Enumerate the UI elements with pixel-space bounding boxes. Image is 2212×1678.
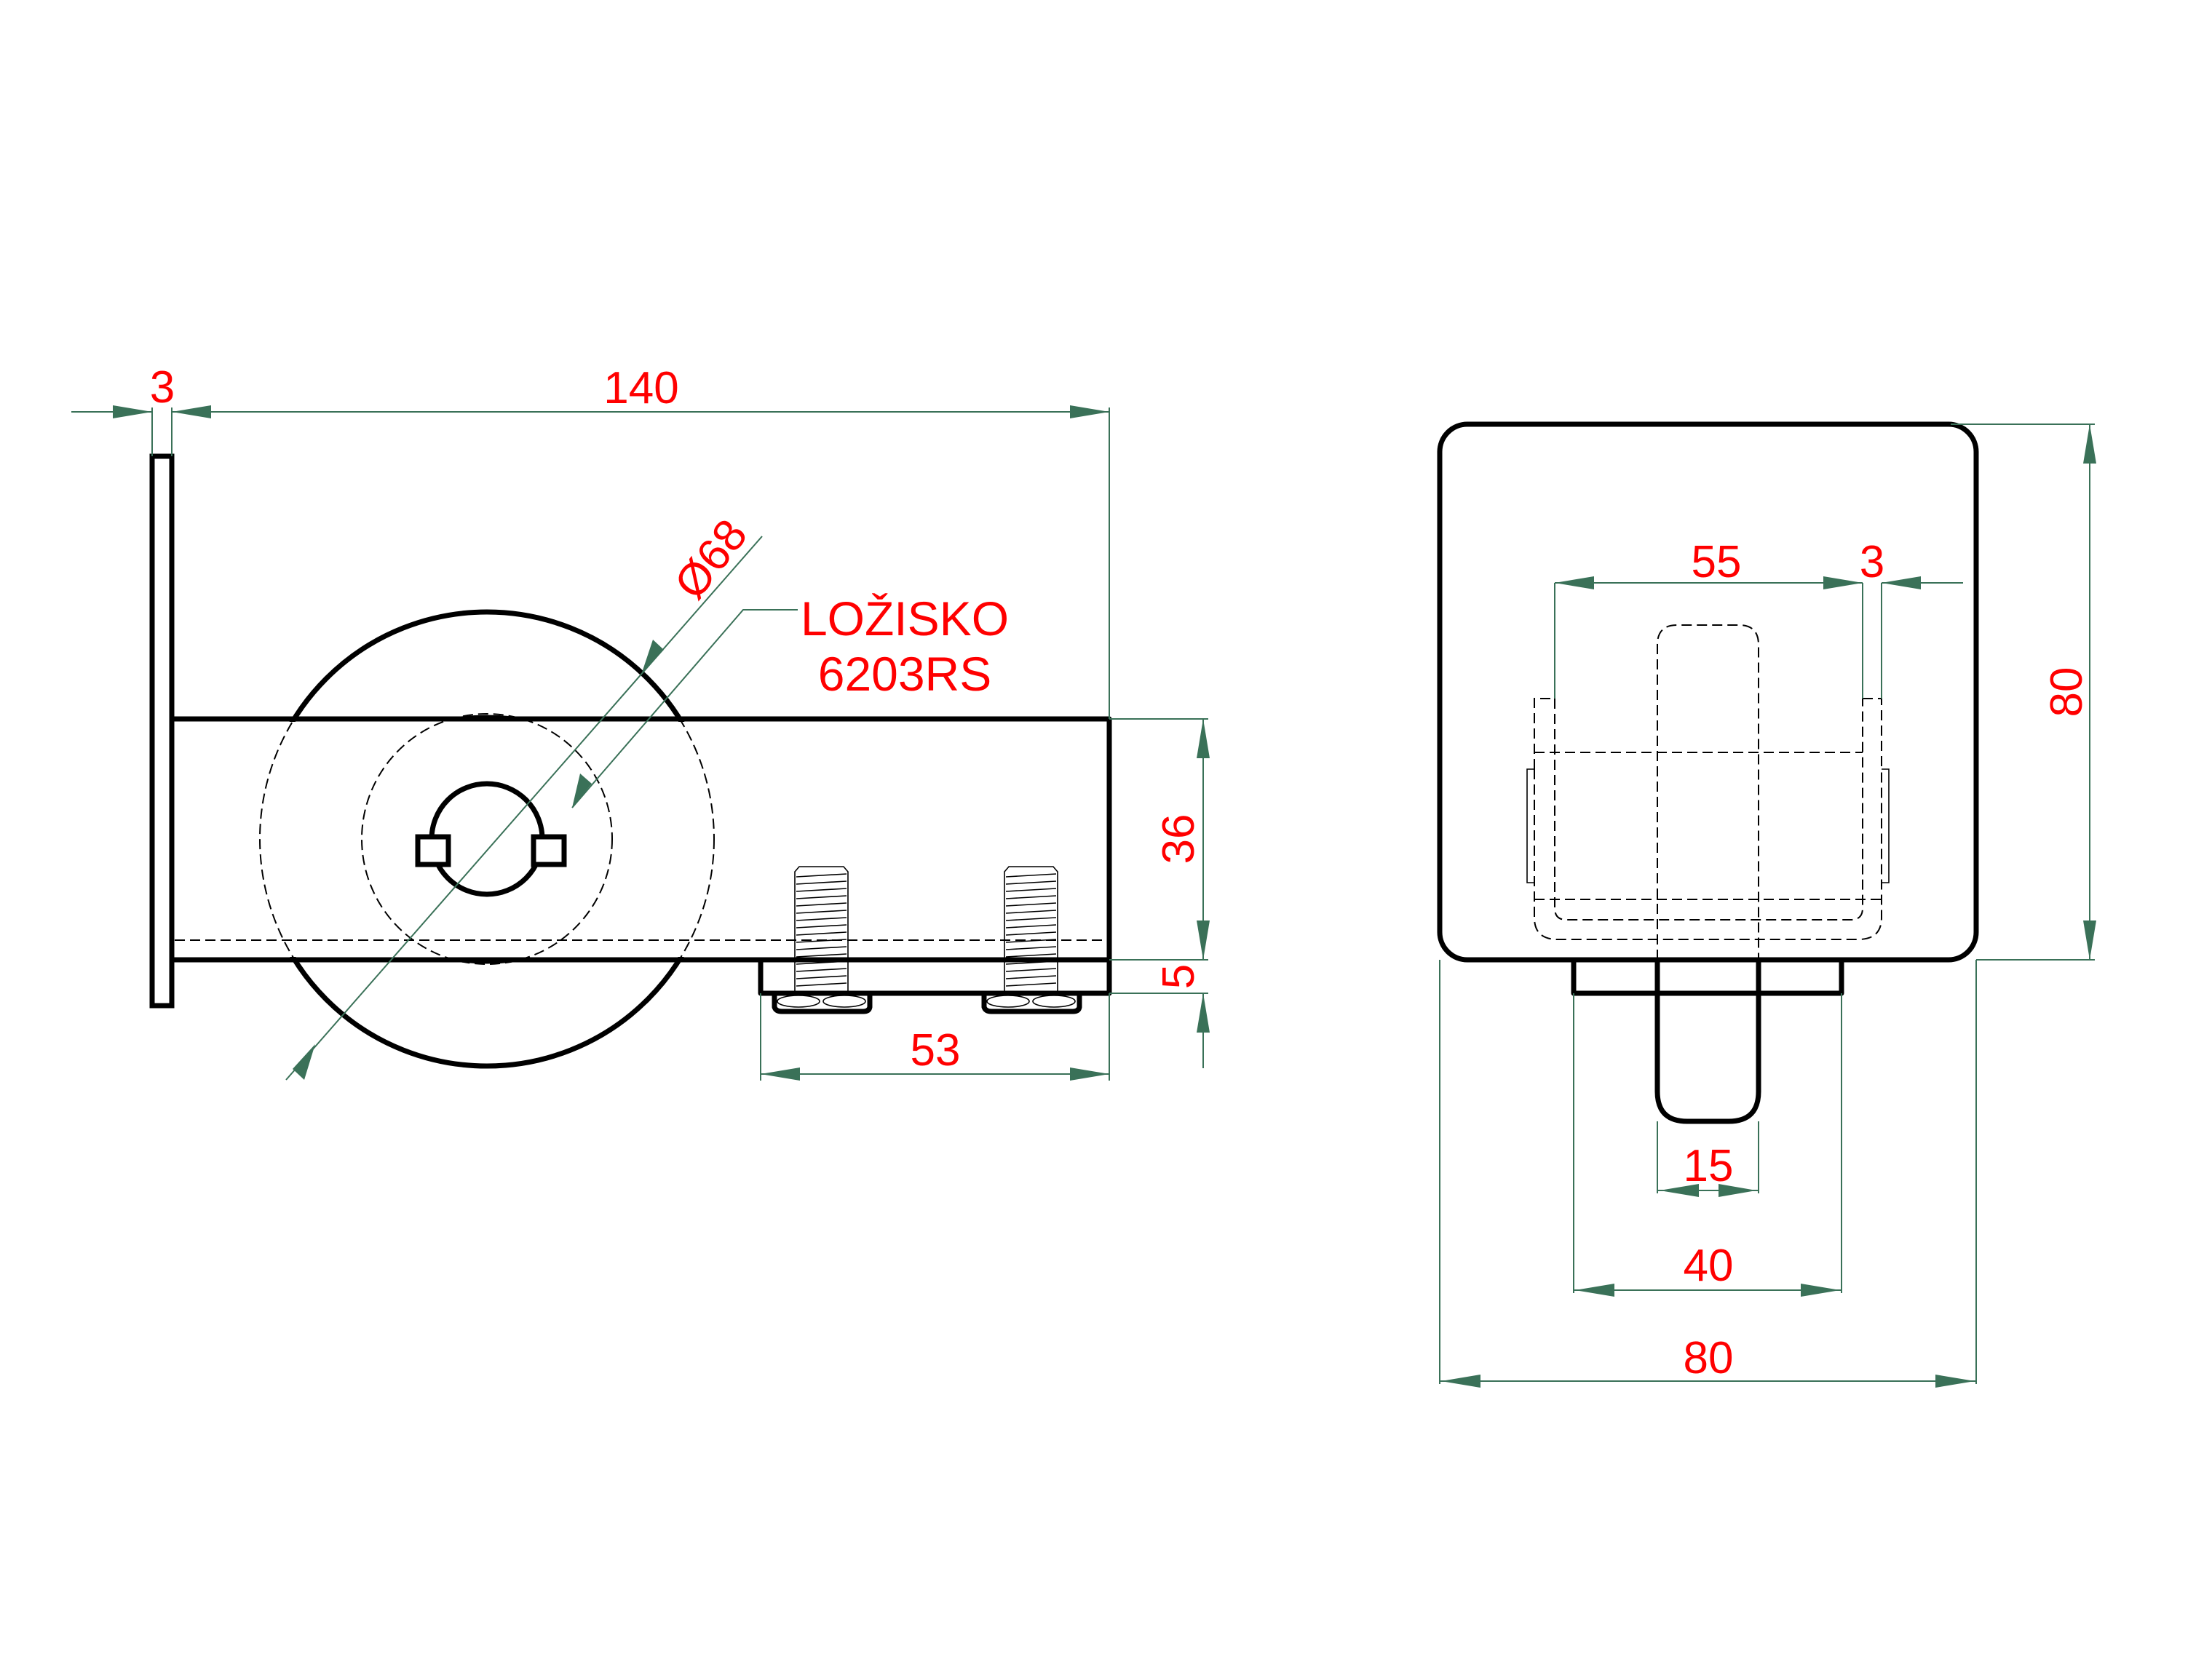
dim-base-width: 40 (1573, 993, 1842, 1297)
dim-text-d68: Ø68 (665, 510, 758, 608)
dim-wall-thickness: 3 (1860, 537, 1963, 589)
nut-right (981, 995, 1082, 1014)
axle-key-right (531, 834, 567, 867)
housing-outline (1437, 421, 1979, 963)
stem (1654, 960, 1761, 1124)
wheel-hidden-outline (259, 719, 715, 960)
dim-text-55: 55 (1692, 537, 1742, 587)
dim-text-53: 53 (911, 1025, 961, 1075)
dim-text-15: 15 (1684, 1141, 1734, 1191)
dim-base-thickness: 5 (1154, 964, 1210, 1068)
bearing-leader: LOŽISKO 6203RS (571, 592, 1009, 808)
dim-text-3: 3 (150, 362, 175, 413)
front-base-plate (1571, 957, 1844, 996)
nut-left (772, 995, 873, 1014)
dim-height: 80 (1951, 424, 2096, 961)
mounting-plate (149, 453, 175, 1009)
dim-inner-width: 55 (1554, 537, 1882, 699)
axle-key-left (415, 834, 451, 867)
base-plate (758, 957, 1112, 996)
dim-plate-thickness: 3 (71, 362, 211, 418)
dim-text-40: 40 (1684, 1241, 1734, 1291)
dim-text-5: 5 (1154, 964, 1204, 989)
bearing-note-line2: 6203RS (818, 647, 992, 701)
dim-text-80-horizontal: 80 (1684, 1333, 1734, 1383)
dim-text-36: 36 (1154, 814, 1204, 864)
dim-stem-width: 15 (1657, 1121, 1759, 1197)
dim-overall-length: 140 (172, 363, 1109, 418)
dim-text-3-front: 3 (1860, 537, 1884, 587)
dim-beam-height: 36 (1109, 718, 1210, 994)
dim-text-80-vertical: 80 (2042, 667, 2092, 717)
side-view: 3 140 Ø68 LOŽISKO 6203RS (71, 362, 1210, 1081)
front-view: 55 3 80 15 (1437, 421, 2096, 1388)
hidden-channel (1526, 624, 1890, 960)
dim-text-140: 140 (603, 363, 678, 413)
bearing-note-line1: LOŽISKO (801, 592, 1009, 645)
wheel (175, 609, 1106, 1069)
bearing-hidden-outline (361, 713, 613, 965)
dim-width: 80 (1439, 960, 1977, 1388)
dim-base-length: 53 (760, 993, 1110, 1081)
